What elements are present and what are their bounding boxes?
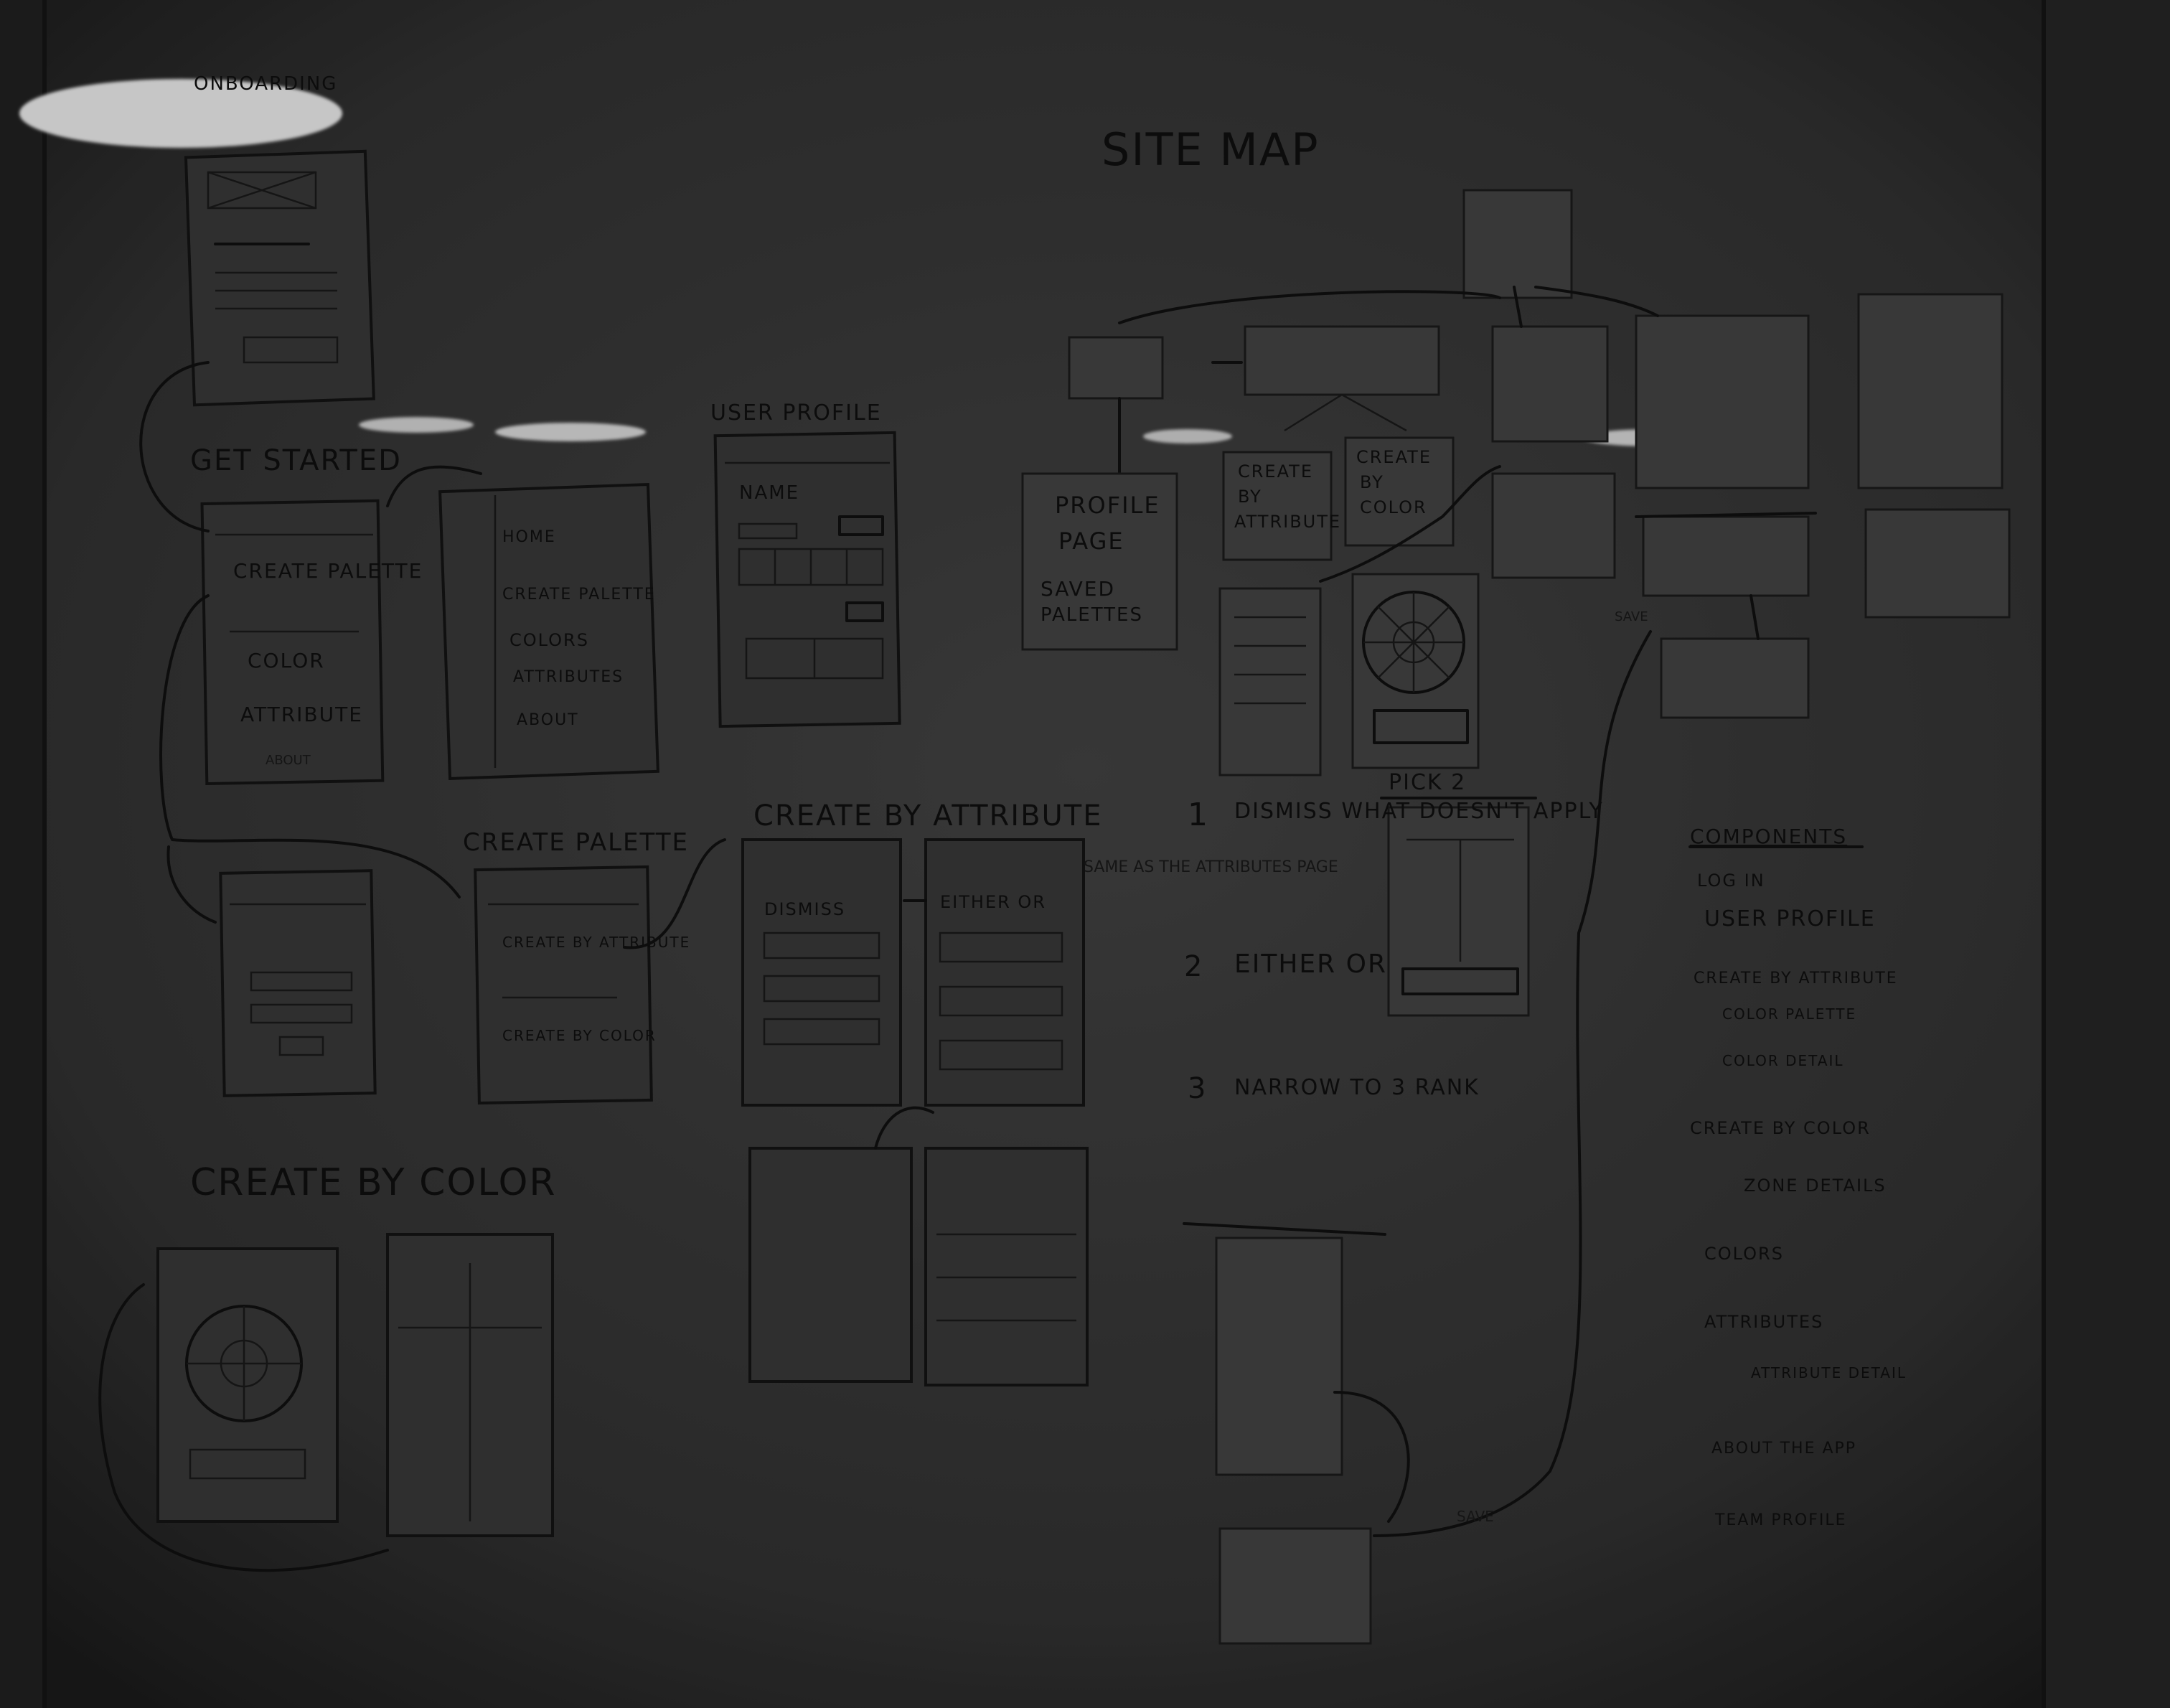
component-0: LOG IN [1697,871,1765,891]
component-10: ABOUT THE APP [1711,1440,1856,1458]
save-dialog-sketch [1218,1527,1372,1645]
sitemap-attributes-box [1635,314,1810,489]
cba-box-line3: ATTRIBUTE [1234,512,1341,532]
profile-page-line2: PAGE [1058,527,1124,555]
glare-small-4 [1143,429,1232,444]
create-palette-sketch: CREATE PALETTE CREATE BY ATTRIBUTE CREAT… [463,828,689,1105]
step3-num: 3 [1188,1072,1207,1105]
cba-step3-phone [748,1147,913,1383]
cba-step2-phone [924,838,1085,1107]
cbc-box-line3: COLOR [1360,497,1427,517]
sitemap-get-started-box [1244,325,1440,396]
same-note: SAME AS THE ATTRIBUTES PAGE [1084,858,1338,876]
component-7: COLORS [1704,1244,1784,1264]
menu-colors: COLORS [509,630,589,650]
sitemap-login-box [1068,336,1164,400]
component-1: USER PROFILE [1704,906,1876,932]
step3-text: NARROW TO 3 RANK [1234,1075,1480,1100]
onboarding-sketch: ONBOARDING [184,73,375,407]
cba-step4-phone [924,1147,1089,1386]
cbc-box-line2: BY [1360,472,1384,492]
site-map-title: SITE MAP [1102,123,1320,176]
menu-about: ABOUT [517,711,579,729]
menu-home: HOME [502,528,556,546]
component-8: ATTRIBUTES [1704,1312,1823,1332]
user-profile-name: NAME [739,482,799,504]
glare-small-2 [495,423,646,441]
step2-text: EITHER OR [1234,949,1387,979]
cbc-wheel-phone [156,1247,339,1523]
profile-page-line3: SAVED [1041,577,1115,601]
glare-small-1 [359,417,474,433]
component-2: CREATE BY ATTRIBUTE [1694,970,1898,987]
cba-step2-label: EITHER OR [940,892,1046,912]
component-4: COLOR DETAIL [1722,1052,1844,1069]
colors-detail-sketch [1491,472,1616,579]
sitemap-about-box [1857,293,2004,489]
rank-sketch [1215,1237,1343,1476]
step1-text: DISMISS WHAT DOESN'T APPLY [1234,799,1604,824]
get-started-color: COLOR [248,649,325,672]
user-profile-label: USER PROFILE [710,400,882,426]
component-6: ZONE DETAILS [1744,1176,1887,1196]
cbc-box-line1: CREATE [1356,447,1432,467]
menu-attributes: ATTRIBUTES [513,668,624,686]
save-note-bottom: SAVE [1457,1508,1494,1525]
site-map: SITE MAP PROFILE PAGE SAVED PALETTES CRE… [1021,123,2011,1537]
component-9: ATTRIBUTE DETAIL [1751,1364,1907,1381]
left-wall-edge [0,0,43,1708]
sitemap-colors-box [1491,325,1609,443]
cba-box-line2: BY [1238,487,1262,507]
pick2-label: PICK 2 [1389,770,1466,795]
steps-list: 1 DISMISS WHAT DOESN'T APPLY 2 EITHER OR… [1183,797,1604,1645]
get-started-about: ABOUT [266,753,311,768]
flow-connectors [139,361,1410,1523]
team-profile-sketch [1864,508,2011,619]
get-started-create: CREATE PALETTE [233,559,423,583]
cbc-title: CREATE BY COLOR [190,1161,557,1204]
color-detail-sketch [1387,806,1530,1017]
attributes-detail-sketch [1642,515,1810,597]
onboarding-label: ONBOARDING [194,73,337,95]
get-started-sketch: GET STARTED CREATE PALETTE COLOR ATTRIBU… [190,444,423,786]
menu-sketch: HOME CREATE PALETTE COLORS ATTRIBUTES AB… [438,482,659,781]
save-note-top: SAVE [1615,609,1648,624]
profile-page-line4: PALETTES [1041,604,1143,626]
create-by-attribute-box [1222,451,1333,561]
sitemap-root-box [1462,189,1573,299]
create-palette-label: CREATE PALETTE [463,828,689,857]
glare-large [19,79,342,148]
component-3: COLOR PALETTE [1722,1005,1856,1023]
cba-step1-label: DISMISS [764,899,845,919]
menu-create: CREATE PALETTE [502,586,656,604]
get-started-attribute: ATTRIBUTE [240,703,363,726]
attribute-save-sketch [1660,637,1810,719]
profile-page-line1: PROFILE [1055,492,1160,519]
cba-box-line1: CREATE [1238,461,1313,482]
components-list: COMPONENTS LOG IN USER PROFILE CREATE BY… [1688,825,1907,1529]
component-11: TEAM PROFILE [1714,1511,1847,1529]
attribute-list-sketch [1218,587,1322,776]
step1-num: 1 [1188,797,1209,833]
cba-step1-phone [741,838,902,1107]
create-by-attribute-flow: CREATE BY ATTRIBUTE DISMISS EITHER OR SA… [741,799,1338,1386]
right-wall-edge [2045,0,2170,1708]
get-started-label: GET STARTED [190,444,402,477]
create-by-color-flow: CREATE BY COLOR [98,1161,557,1572]
component-5: CREATE BY COLOR [1690,1118,1871,1138]
step2-num: 2 [1184,950,1203,983]
components-title: COMPONENTS [1690,825,1847,848]
profile-page-box [1021,472,1178,651]
login-sketch [219,869,377,1097]
cba-title: CREATE BY ATTRIBUTE [753,799,1103,832]
user-profile-sketch: USER PROFILE NAME [710,400,901,728]
create-by-color-box [1344,436,1455,547]
create-palette-color: CREATE BY COLOR [502,1027,657,1044]
